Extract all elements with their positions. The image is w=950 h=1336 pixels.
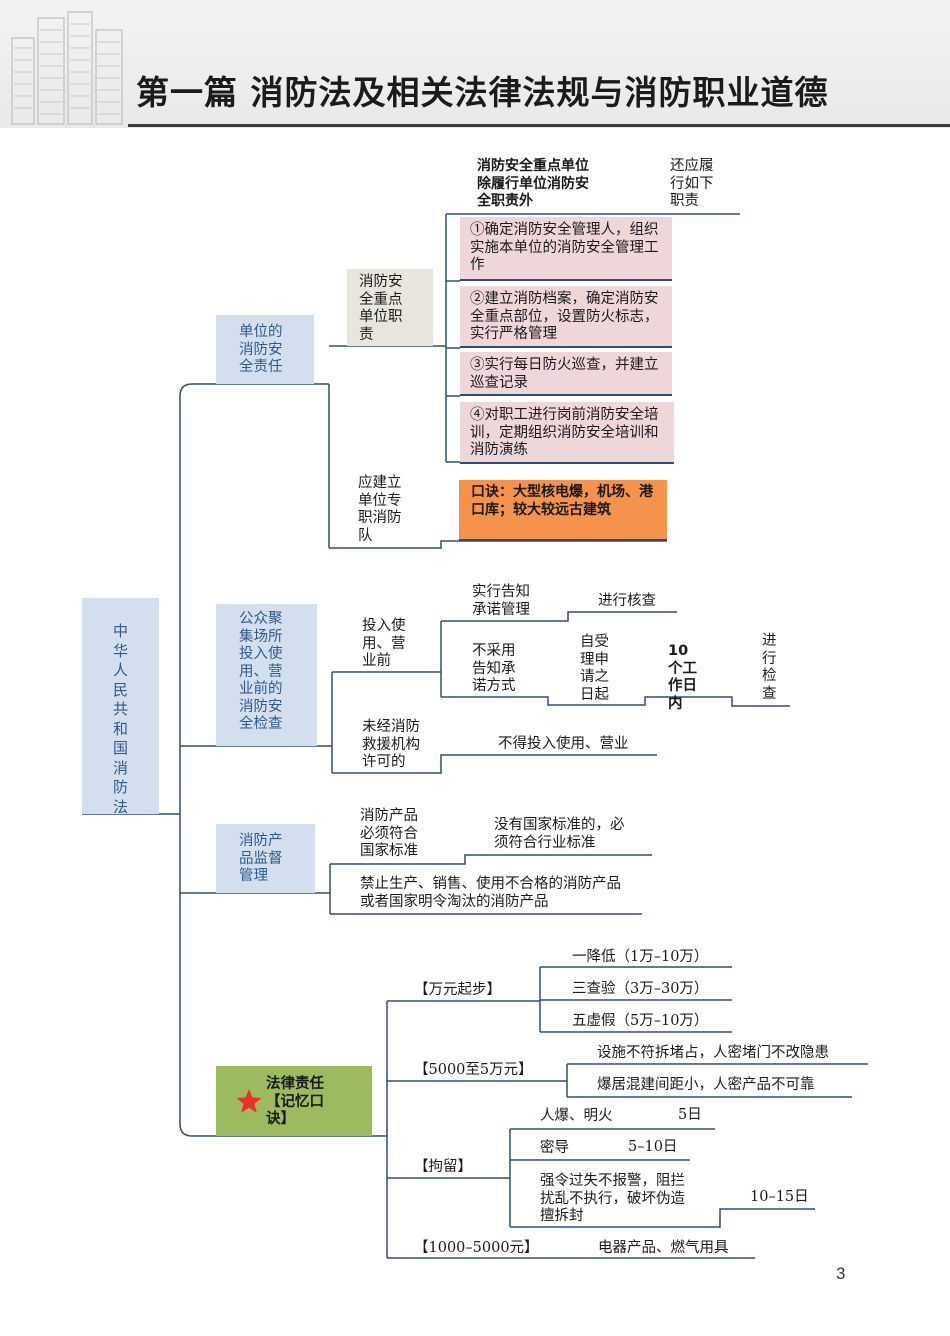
header-divider bbox=[128, 124, 950, 127]
group-detention-label: 【拘留】 bbox=[414, 1159, 472, 1175]
fire-brigade-label: 应建立单位专职消防队 bbox=[358, 475, 402, 544]
key-duty-item-2: ②建立消防档案，确定消防安全重点部位，设置防火标志，实行严格管理 bbox=[460, 286, 672, 348]
group-5000-label: 【5000至5万元】 bbox=[414, 1062, 533, 1078]
detention-item-1-days: 5日 bbox=[678, 1107, 702, 1123]
no-notify-label: 不采用告知承诺方式 bbox=[472, 643, 516, 694]
product-ban-label: 禁止生产、销售、使用不合格的消防产品或者国家明令淘汰的消防产品 bbox=[360, 876, 621, 910]
forbidden-label: 不得投入使用、营业 bbox=[498, 736, 629, 752]
group-10k-item-3: 五虚假（5万–10万） bbox=[572, 1013, 709, 1029]
detention-item-2: 密导 bbox=[540, 1140, 569, 1156]
national-standard-label: 消防产品必须符合国家标准 bbox=[360, 808, 418, 859]
group-5000-item-1: 设施不符拆堵占，人密堵门不改隐患 bbox=[597, 1045, 829, 1061]
key-duty-item-4-text: ④对职工进行岗前消防安全培训，定期组织消防安全培训和消防演练 bbox=[470, 407, 659, 458]
key-unit-intro-tail: 还应履行如下职责 bbox=[670, 158, 714, 209]
legal-liability-label: 法律责任【记忆口诀】 bbox=[266, 1076, 324, 1127]
legal-liability-node: 法律责任【记忆口诀】 bbox=[216, 1066, 372, 1136]
key-unit-duty-node: 消防安全重点单位职责 bbox=[347, 269, 433, 346]
public-venue-node: 公众聚集场所投入使用、营业前的消防安全检查 bbox=[216, 604, 317, 746]
key-duty-item-1-text: ①确定消防安全管理人，组织实施本单位的消防安全管理工作 bbox=[470, 222, 659, 273]
group-10k-label: 【万元起步】 bbox=[414, 982, 501, 998]
key-duty-item-1: ①确定消防安全管理人，组织实施本单位的消防安全管理工作 bbox=[460, 217, 672, 281]
notify-commitment-label: 实行告知承诺管理 bbox=[472, 584, 530, 618]
mnemonic-text: 口诀：大型核电爆，机场、港口库；较大较远古建筑 bbox=[471, 484, 653, 518]
inspect-label: 进行检查 bbox=[762, 633, 777, 702]
group-1000-item-1: 电器产品、燃气用具 bbox=[598, 1240, 729, 1256]
city-skyline-icon bbox=[11, 11, 123, 125]
working-days-label: 10个工作日内 bbox=[668, 643, 697, 712]
product-supervision-node: 消防产品监督管理 bbox=[216, 824, 315, 893]
detention-item-1: 人爆、明火 bbox=[540, 1108, 613, 1124]
from-acceptance-label: 自受理申请之日起 bbox=[580, 634, 609, 703]
detention-item-3-days: 10–15日 bbox=[750, 1189, 809, 1205]
detention-item-2-days: 5–10日 bbox=[628, 1139, 678, 1155]
star-icon bbox=[236, 1089, 262, 1113]
group-10k-item-1: 一降低（1万–10万） bbox=[572, 949, 709, 965]
public-venue-label: 公众聚集场所投入使用、营业前的消防安全检查 bbox=[239, 611, 283, 732]
mnemonic-box: 口诀：大型核电爆，机场、港口库；较大较远古建筑 bbox=[459, 480, 667, 541]
unit-responsibility-label: 单位的消防安全责任 bbox=[239, 324, 283, 375]
unpermitted-label: 未经消防救援机构许可的 bbox=[362, 719, 420, 770]
group-10k-item-2: 三查验（3万–30万） bbox=[572, 981, 709, 997]
industry-standard-label: 没有国家标准的，必须符合行业标准 bbox=[494, 817, 625, 851]
unit-responsibility-node: 单位的消防安全责任 bbox=[216, 315, 314, 384]
key-duty-item-3: ③实行每日防火巡查，并建立巡查记录 bbox=[460, 352, 672, 396]
group-1000-label: 【1000–5000元】 bbox=[414, 1240, 539, 1256]
key-unit-intro: 消防安全重点单位除履行单位消防安全职责外 bbox=[477, 158, 589, 209]
group-5000-item-2: 爆居混建间距小，人密产品不可靠 bbox=[597, 1077, 815, 1093]
page-header bbox=[0, 0, 950, 128]
root-node: 中华人民共和国消防法 bbox=[82, 598, 159, 816]
key-unit-duty-label: 消防安全重点单位职责 bbox=[359, 274, 403, 343]
root-label: 中华人民共和国消防法 bbox=[112, 622, 128, 816]
detention-item-3: 强令过失不报警，阻拦扰乱不执行，破坏伪造擅拆封 bbox=[540, 1173, 685, 1224]
page-title: 第一篇 消防法及相关法律法规与消防职业道德 bbox=[136, 73, 829, 112]
verify-label: 进行核查 bbox=[598, 593, 656, 609]
product-supervision-label: 消防产品监督管理 bbox=[239, 833, 283, 884]
key-duty-item-2-text: ②建立消防档案，确定消防安全重点部位，设置防火标志，实行严格管理 bbox=[470, 291, 659, 342]
key-duty-item-4: ④对职工进行岗前消防安全培训，定期组织消防安全培训和消防演练 bbox=[460, 402, 674, 464]
key-duty-item-3-text: ③实行每日防火巡查，并建立巡查记录 bbox=[470, 357, 659, 391]
before-opening-label: 投入使用、营业前 bbox=[362, 618, 406, 669]
page-number: 3 bbox=[836, 1264, 846, 1283]
